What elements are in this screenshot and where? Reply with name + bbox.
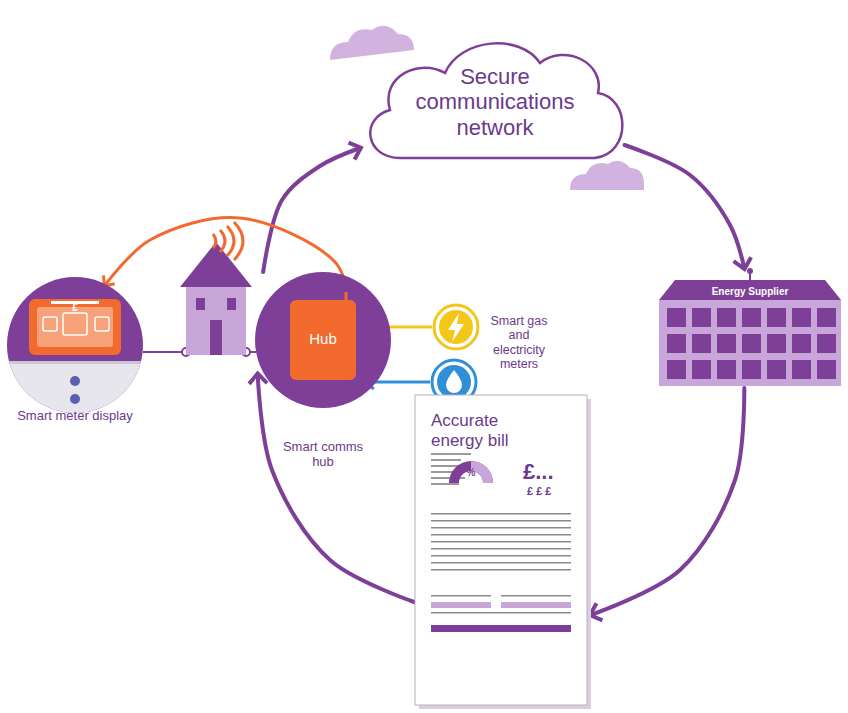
stand-dot [70,394,80,404]
smart-meter-display-circle: Smart meter display [7,277,143,442]
window [667,360,686,379]
bill-figure: £... [523,459,583,484]
roof [659,280,841,300]
bill-figure: % [459,467,483,479]
node-text: Smart meter display [15,409,135,424]
energy-supplier-building: Energy Supplier [655,268,845,388]
window [692,334,711,353]
screen-icon [95,317,109,331]
antenna-tip [747,268,753,274]
small-clouds [330,26,644,190]
node-text: Secure communications network [410,64,580,140]
window [767,308,786,327]
hub-antenna [345,292,348,300]
display-device [29,299,121,355]
house-icon [180,242,252,355]
window [767,360,786,379]
hub-body [290,300,356,380]
flow-arrow [591,388,744,615]
cloud-node: Secure communications network [360,28,630,178]
bill-figure: £ £ £ [527,485,577,498]
screen-icon [43,317,57,331]
window [742,360,761,379]
window [817,308,836,327]
node-text: Accurate energy bill [431,411,551,450]
stand-dot [70,376,80,386]
window [717,308,736,327]
energy-bill-document: Accurate energy bill% £...£ £ £ [415,395,591,709]
flow-arrow [258,375,415,603]
gauge [449,461,493,483]
wireless-symbol [213,222,243,260]
meters-label: Smart gas and electricity meters [487,314,551,372]
building-wall [659,300,841,386]
window [767,334,786,353]
window [792,334,811,353]
hub-circle [255,272,391,408]
window [817,334,836,353]
window [692,308,711,327]
window [717,360,736,379]
comms-hub-circle: Smart comms hub Hub [255,272,391,477]
flow-arrow [263,148,360,272]
window [817,360,836,379]
window [792,360,811,379]
window [742,308,761,327]
bill-page [415,395,587,705]
window [667,334,686,353]
screen-icon [63,313,87,335]
node-text: Energy Supplier [680,286,820,298]
window [742,334,761,353]
window [667,308,686,327]
display-icon-text: £ [68,302,82,314]
node-text: Smart comms hub [273,440,373,470]
node-text: Hub [290,330,356,347]
flow-arrow [625,145,745,268]
window [692,360,711,379]
window [792,308,811,327]
window [717,334,736,353]
hub-box: Hub [290,300,356,380]
cloud-outline [370,43,622,158]
